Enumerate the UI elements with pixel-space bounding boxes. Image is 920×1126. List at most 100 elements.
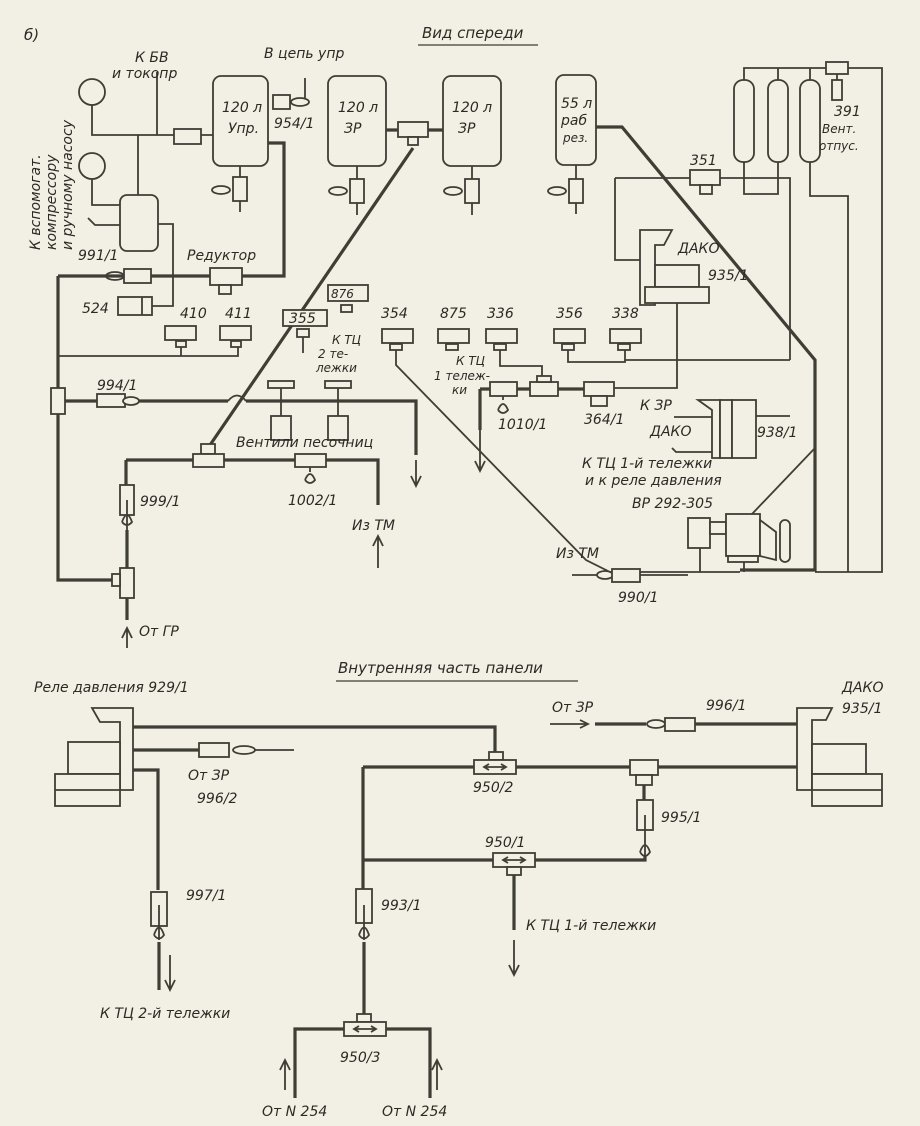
label-1002-1: 1002/1 [288, 493, 337, 509]
svg-text:Упр.: Упр. [228, 121, 259, 137]
label-to-tc-relay-2: и к реле давления [585, 473, 722, 489]
label-to-tc-bogie-2: К ТЦ 2-й тележки [100, 1006, 230, 1022]
svg-text:356: 356 [556, 306, 583, 322]
svg-text:355: 355 [289, 311, 316, 327]
release-valve-391-body [831, 79, 843, 101]
label-from-n254-2: От N 254 [382, 1104, 447, 1120]
label-reducer: Редуктор [187, 248, 256, 264]
label-daco: ДАКО [677, 241, 719, 257]
figure-label: б) [24, 26, 39, 44]
label-daco-inner: ДАКО [841, 680, 883, 696]
aux-compressor-block [119, 194, 159, 252]
label-410: 410 [180, 306, 207, 322]
label-to-tc-bogie-1b: 1 тележ- [434, 369, 490, 383]
label-996-1: 996/1 [706, 698, 746, 714]
pressure-gauge-1 [78, 78, 106, 106]
tank-spare-2-120l: 120 л ЗР [442, 75, 502, 167]
valve-handle [646, 719, 666, 729]
reservoir-cylinder-1 [733, 79, 755, 163]
label-to-control-circuit: В цепь упр [264, 46, 344, 62]
label-release-valve-2: отпус. [819, 139, 859, 153]
label-935-1-inner: 935/1 [842, 701, 882, 717]
label-950-1: 950/1 [485, 835, 525, 851]
label-950-2: 950/2 [473, 780, 513, 796]
label-to-current-collector: и токопр [112, 66, 177, 82]
valve-876: 876 [327, 284, 369, 313]
reservoir-cylinder-2 [767, 79, 789, 163]
label-pressure-relay: Реле давления 929/1 [34, 680, 189, 696]
label-to-tc-bogie-2b: 2 те- [318, 347, 348, 361]
label-950-3: 950/3 [340, 1050, 380, 1066]
svg-text:рез.: рез. [562, 131, 588, 145]
svg-text:ЗР: ЗР [458, 121, 476, 137]
tank-working-55l: 55 л раб рез. [555, 74, 597, 166]
front-view-title: Вид спереди [418, 24, 538, 46]
tee-fitting [536, 375, 552, 383]
valve-990-1 [611, 568, 641, 583]
svg-text:и ручному насосу: и ручному насосу [60, 119, 76, 250]
tee-fitting [397, 121, 429, 138]
label-997-1: 997/1 [186, 888, 226, 904]
release-valve-391 [825, 61, 849, 75]
label-524: 524 [82, 301, 109, 317]
label-to-tc-bogie-1: К ТЦ 1-й тележки [526, 918, 656, 934]
valve-524 [117, 296, 153, 316]
label-351: 351 [690, 153, 717, 169]
label-994-1: 994/1 [97, 378, 137, 394]
label-to-zr: К ЗР [640, 398, 672, 414]
svg-text:55 л: 55 л [561, 96, 592, 112]
check-valve-950-2 [473, 751, 517, 775]
label-1010-1: 1010/1 [498, 417, 547, 433]
sander-valve-2 [324, 380, 352, 441]
svg-text:компрессору: компрессору [44, 154, 60, 250]
svg-text:876: 876 [331, 287, 354, 301]
svg-text:875: 875 [440, 306, 467, 322]
valve-996-1 [664, 717, 696, 732]
drain-valve [211, 166, 248, 212]
valve-875: 875 [437, 306, 470, 351]
label-to-bv: К БВ [135, 50, 169, 66]
drain-valve [547, 165, 584, 214]
check-valve-950-3 [343, 1013, 387, 1037]
valve-356: 356 [553, 306, 586, 351]
svg-text:ЗР: ЗР [344, 121, 362, 137]
label-from-zr-2: От ЗР [552, 700, 594, 716]
valve-991-1 [123, 268, 152, 284]
valve-1002-1 [294, 453, 327, 468]
label-to-tc-bogie-2c: лежки [315, 361, 357, 375]
label-364-1: 364/1 [584, 412, 624, 428]
aux-compressor-label: К вспомогат. компрессору и ручному насос… [28, 119, 76, 250]
svg-text:Вид спереди: Вид спереди [422, 24, 524, 42]
tee-fitting [200, 443, 216, 455]
valve-411 [219, 325, 252, 341]
pressure-gauge-2 [78, 152, 106, 180]
label-sander-valves: Вентили песочниц [236, 435, 373, 451]
drain-valve [443, 166, 480, 215]
valve-938-1 [695, 399, 757, 459]
svg-text:338: 338 [612, 306, 639, 322]
valve-handle [290, 97, 310, 107]
label-to-tc-relay: К ТЦ 1-й тележки [582, 456, 712, 472]
coupling [173, 128, 202, 145]
valve-338: 338 [609, 306, 642, 351]
valve-996-2 [198, 742, 230, 758]
label-938-1: 938/1 [757, 425, 797, 441]
label-411: 411 [225, 306, 252, 322]
tee-fitting [629, 759, 659, 776]
reservoir-cylinder-3 [799, 79, 821, 163]
drain-valve [328, 166, 365, 215]
svg-text:120 л: 120 л [338, 100, 378, 116]
label-991-1: 991/1 [78, 248, 118, 264]
label-954-1: 954/1 [274, 116, 314, 132]
label-to-tc-bogie-1c: ки [452, 383, 467, 397]
label-from-n254-1: От N 254 [262, 1104, 327, 1120]
check-valve-950-1 [492, 852, 536, 876]
sander-valve-1 [267, 380, 295, 441]
label-release-valve: Вент. [822, 122, 856, 136]
svg-text:раб: раб [560, 113, 587, 129]
air-distributor-vr [687, 513, 791, 563]
valve-364-1-cap [590, 395, 608, 407]
svg-text:336: 336 [487, 306, 514, 322]
valve-336: 336 [485, 306, 518, 351]
valve-355: 355 [282, 309, 328, 353]
